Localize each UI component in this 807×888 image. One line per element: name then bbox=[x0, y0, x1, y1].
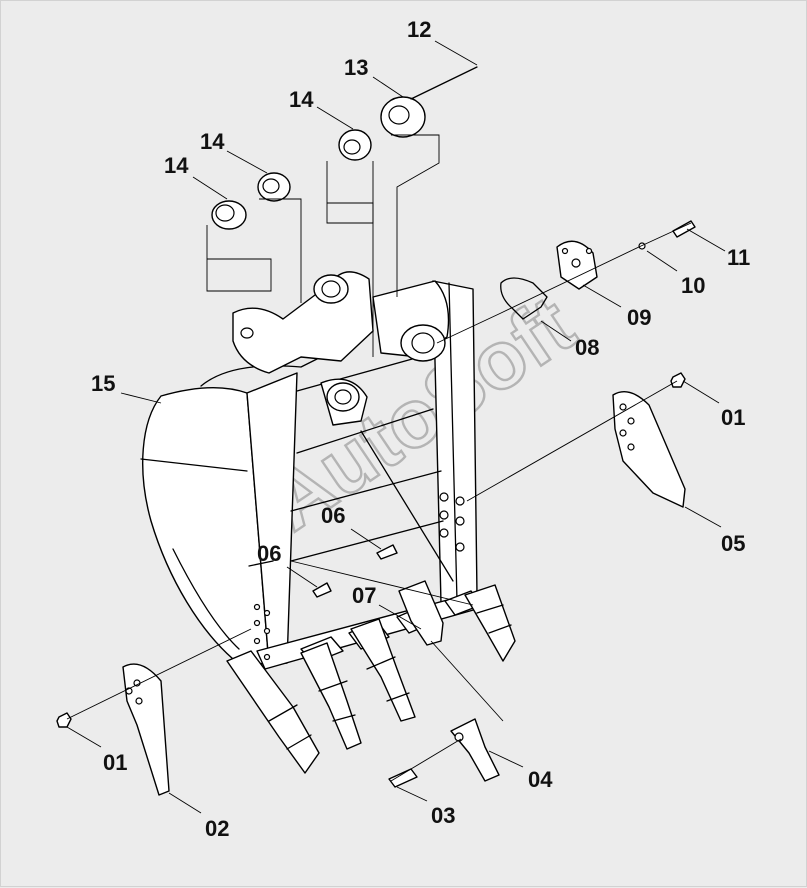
callout-11: 11 bbox=[727, 245, 750, 270]
bolt-06-lower bbox=[312, 582, 332, 598]
callout-14-left: 14 bbox=[164, 153, 189, 178]
nut-01-left bbox=[56, 712, 72, 728]
callout-labels: 12 13 14 14 14 15 11 10 09 08 01 05 06 0… bbox=[91, 17, 750, 841]
bushing-14-middle bbox=[257, 172, 291, 202]
bolt-06-upper bbox=[376, 544, 398, 560]
callout-14-right: 14 bbox=[289, 87, 314, 112]
callout-15: 15 bbox=[91, 371, 115, 396]
bolt-11 bbox=[672, 220, 696, 238]
bushing-14-left bbox=[211, 200, 247, 230]
callout-07: 07 bbox=[352, 583, 376, 608]
callout-01-right: 01 bbox=[721, 405, 745, 430]
callout-03: 03 bbox=[431, 803, 455, 828]
callout-13: 13 bbox=[344, 55, 368, 80]
callout-10: 10 bbox=[681, 273, 705, 298]
side-cutter-left bbox=[122, 663, 170, 796]
bucket-teeth bbox=[226, 580, 516, 774]
callout-06-lower: 06 bbox=[257, 541, 281, 566]
snap-ring-08 bbox=[500, 277, 548, 320]
callout-04: 04 bbox=[528, 767, 553, 792]
tooth-04 bbox=[450, 718, 500, 782]
bushing-14-right bbox=[338, 129, 372, 161]
callout-12: 12 bbox=[407, 17, 431, 42]
callout-09: 09 bbox=[627, 305, 651, 330]
tooth-pin-03 bbox=[388, 768, 418, 788]
callout-14-middle: 14 bbox=[200, 129, 225, 154]
callout-05: 05 bbox=[721, 531, 745, 556]
bucket-body bbox=[140, 271, 492, 670]
assembly-lines bbox=[66, 134, 692, 782]
leader-lines bbox=[66, 40, 726, 814]
spacer-ring-13 bbox=[380, 96, 426, 138]
callout-08: 08 bbox=[575, 335, 599, 360]
callout-01-left: 01 bbox=[103, 750, 127, 775]
side-cutter-right bbox=[612, 391, 686, 508]
nut-01-right bbox=[670, 372, 686, 388]
callout-06-upper: 06 bbox=[321, 503, 345, 528]
pin-12 bbox=[410, 66, 478, 100]
retainer-plate-09 bbox=[556, 240, 598, 290]
callout-02: 02 bbox=[205, 816, 229, 841]
